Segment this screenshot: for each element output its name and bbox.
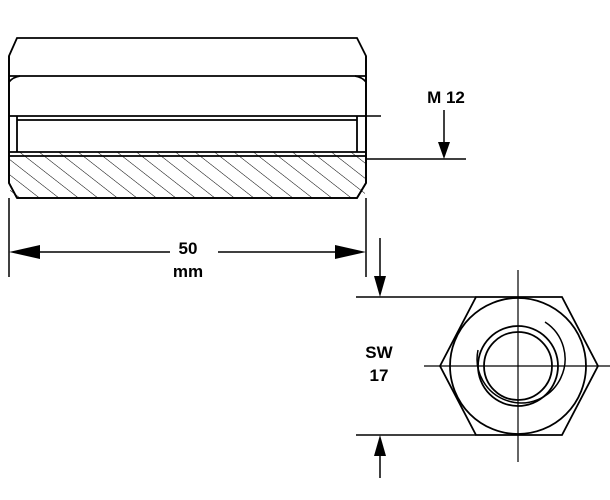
wrench-arrow-bottom	[374, 435, 386, 456]
length-dimension	[8, 198, 367, 277]
wrench-dimension	[356, 238, 476, 478]
section-hatch	[10, 152, 365, 198]
length-value-label: 50	[179, 239, 198, 258]
end-view	[424, 270, 610, 462]
nut-body-outline-redraw	[8, 56, 367, 199]
thread-dimension	[366, 110, 466, 160]
length-unit-label: mm	[173, 262, 203, 281]
side-view	[8, 37, 367, 199]
thread-arrow-head	[438, 142, 450, 159]
chamfer-circle	[449, 297, 587, 435]
wrench-arrow-top	[374, 276, 386, 297]
wrench-size-value: 17	[370, 366, 389, 385]
wrench-size-label: SW	[365, 343, 393, 362]
length-arrow-right	[335, 245, 366, 259]
bore-inner-circle	[483, 331, 553, 401]
thread-arc	[476, 321, 566, 404]
length-arrow-left	[9, 245, 40, 259]
thread-size-label: M 12	[427, 88, 465, 107]
